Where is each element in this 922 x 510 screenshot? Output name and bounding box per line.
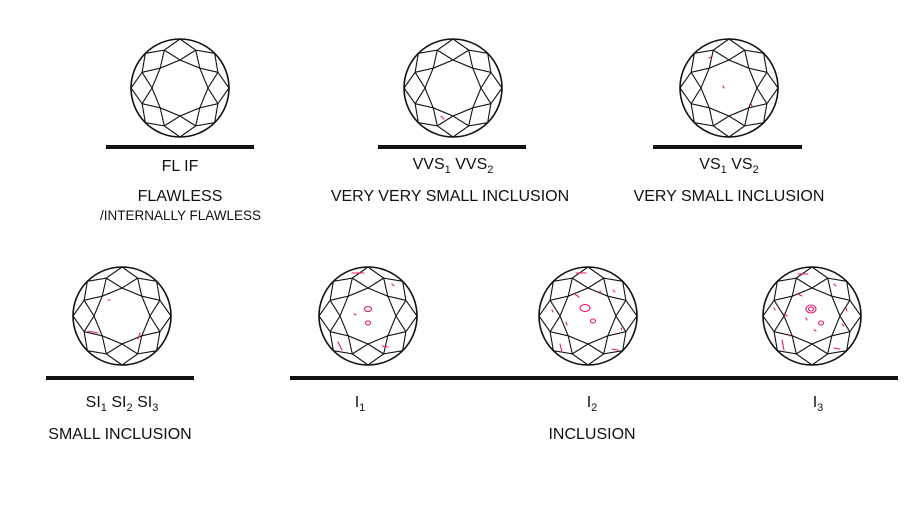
inclusion-mark (551, 309, 554, 313)
inclusion-mark (783, 313, 788, 317)
inclusion-mark (813, 329, 817, 332)
inclusion-mark (620, 327, 623, 331)
grade-name-small-inclusion: SMALL INCLUSION (48, 426, 192, 443)
divider-vvs (378, 145, 526, 149)
inclusion-mark (440, 115, 445, 120)
grade-name-vs: VERY SMALL INCLUSION (633, 188, 825, 205)
inclusion-mark (841, 323, 845, 327)
inclusion-mark (364, 320, 372, 326)
inclusion-mark (805, 304, 817, 314)
inclusion-mark (833, 283, 837, 287)
inclusion-mark (391, 283, 395, 287)
diamond-i2 (538, 266, 638, 366)
inclusion-mark (833, 347, 841, 350)
grade-name-vvs: VERY VERY SMALL INCLUSION (330, 188, 570, 205)
facet-lines (538, 266, 638, 366)
facet-lines (762, 266, 862, 366)
inclusion-mark (807, 306, 815, 312)
inclusion-mark (722, 85, 725, 89)
inclusion-mark (781, 339, 785, 351)
divider-inclusion (290, 376, 898, 380)
divider-si (46, 376, 194, 380)
inclusion-mark (353, 313, 357, 316)
grade-code-i2: I2 (586, 394, 598, 414)
grade-code-fl-if: FL IF (161, 158, 199, 175)
inclusion-mark (87, 330, 99, 334)
inclusion-mark (599, 290, 602, 294)
grade-code-i1: I1 (354, 394, 366, 414)
inclusion-mark (845, 307, 848, 312)
grade-name-inclusion: INCLUSION (548, 426, 636, 443)
diamond-si (72, 266, 172, 366)
diamond-fl-if (130, 38, 230, 138)
grade-code-si: SI1 SI2 SI3 (85, 394, 159, 414)
facet-lines (679, 38, 779, 138)
inclusion-mark (611, 348, 619, 351)
grade-code-i3: I3 (812, 394, 824, 414)
facet-lines (403, 38, 503, 138)
inclusion-mark (137, 332, 141, 340)
facet-lines (130, 38, 230, 138)
inclusion-mark (565, 321, 568, 326)
inclusion-mark (337, 341, 343, 351)
grade-sub-internally-flawless: /INTERNALLY FLAWLESS (100, 208, 262, 223)
inclusion-mark (817, 320, 825, 326)
inclusion-mark (559, 343, 563, 353)
inclusion-mark (589, 318, 597, 324)
inclusion-mark (381, 345, 389, 348)
inclusion-mark (708, 56, 712, 59)
diamond-i1 (318, 266, 418, 366)
inclusion-mark (773, 307, 776, 311)
grade-code-vvs: VVS1 VVS2 (412, 156, 494, 176)
inclusion-mark (612, 289, 616, 293)
grade-code-vs: VS1 VS2 (699, 156, 759, 176)
inclusion-mark (805, 317, 808, 321)
grade-name-flawless: FLAWLESS (137, 188, 223, 205)
divider-vs (653, 145, 802, 149)
diamond-i3 (762, 266, 862, 366)
inclusion-mark (579, 303, 591, 313)
divider-fl-if (106, 145, 254, 149)
inclusion-mark (574, 293, 580, 298)
facet-lines (72, 266, 172, 366)
inclusion-mark (787, 333, 791, 337)
diamond-vvs (403, 38, 503, 138)
diamond-vs (679, 38, 779, 138)
inclusion-mark (797, 293, 803, 297)
inclusion-mark (750, 103, 753, 107)
facet-lines (318, 266, 418, 366)
inclusion-mark (363, 305, 373, 313)
